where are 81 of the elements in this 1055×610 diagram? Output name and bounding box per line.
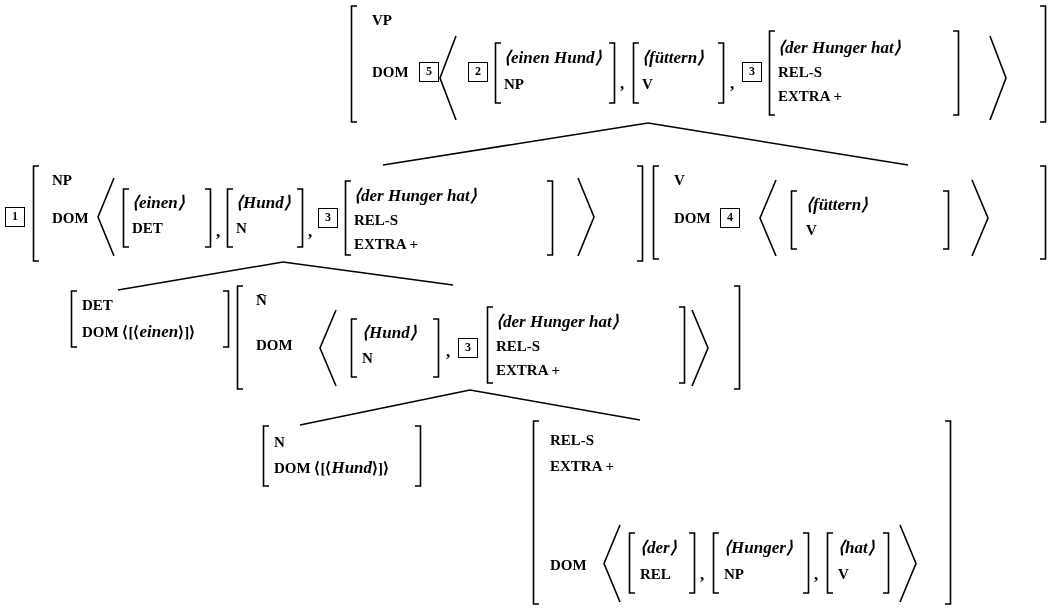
tree-branch xyxy=(282,261,454,286)
feature-label: DOM xyxy=(256,336,293,354)
feature-matrix xyxy=(768,30,960,116)
feature-matrix xyxy=(70,290,230,348)
feature-label: DOM xyxy=(372,63,409,81)
phonology-value: ⟨füttern⟩ xyxy=(642,49,705,67)
phonology-value: ⟨einen⟩ xyxy=(132,194,185,212)
index-tag: 3 xyxy=(458,338,478,358)
feature-matrix xyxy=(790,190,950,250)
feature-matrix xyxy=(712,532,810,594)
feature-matrix xyxy=(122,188,212,248)
feature-label: V xyxy=(674,171,685,189)
feature-label: N̄ xyxy=(256,291,267,309)
feature-label: VP xyxy=(372,11,392,29)
feature-matrix xyxy=(350,318,440,378)
feature-label: DOM xyxy=(674,209,711,227)
feature-label: NP xyxy=(52,171,72,189)
feature-matrix xyxy=(32,165,644,262)
feature-label: EXTRA + xyxy=(354,235,418,253)
feature-label: REL xyxy=(640,565,671,583)
feature-matrix xyxy=(532,420,952,605)
comma: , xyxy=(730,75,735,93)
feature-label: EXTRA + xyxy=(778,87,842,105)
phonology-value: ⟨Hund⟩ xyxy=(236,194,291,212)
feature-label: REL-S xyxy=(354,211,399,229)
tree-branch xyxy=(117,261,284,291)
comma: , xyxy=(216,223,221,241)
comma: , xyxy=(620,75,625,93)
comma: , xyxy=(700,566,705,584)
feature-label: DOM xyxy=(550,556,587,574)
feature-matrix xyxy=(628,532,696,594)
comma: , xyxy=(814,566,819,584)
feature-label: DOM ⟨[⟨Hund⟩]⟩ xyxy=(274,459,390,477)
feature-label: EXTRA + xyxy=(550,457,614,475)
comma: , xyxy=(446,343,451,361)
feature-matrix xyxy=(226,188,304,248)
index-tag: 2 xyxy=(468,62,488,82)
feature-label: V xyxy=(642,75,653,93)
index-tag: 1 xyxy=(5,207,25,227)
feature-label: DET xyxy=(82,296,113,314)
feature-label: REL-S xyxy=(778,63,823,81)
feature-label: EXTRA + xyxy=(496,361,560,379)
feature-label: N xyxy=(236,219,247,237)
phonology-value: ⟨hat⟩ xyxy=(838,539,875,557)
feature-matrix xyxy=(350,5,1047,123)
phonology-value: ⟨Hund⟩ xyxy=(362,324,417,342)
comma: , xyxy=(308,223,313,241)
feature-matrix xyxy=(652,165,1047,260)
tree-branch xyxy=(382,122,649,166)
feature-label: DOM ⟨[⟨einen⟩]⟩ xyxy=(82,323,196,341)
feature-matrix xyxy=(236,285,741,390)
feature-label: V xyxy=(806,221,817,239)
phonology-value: ⟨füttern⟩ xyxy=(806,196,869,214)
feature-matrix xyxy=(494,42,616,104)
feature-label: N xyxy=(362,349,373,367)
feature-matrix xyxy=(262,425,422,487)
phonology-value: ⟨der Hunger hat⟩ xyxy=(778,39,901,57)
feature-matrix xyxy=(632,42,725,104)
feature-label: REL-S xyxy=(550,431,595,449)
tree-branch xyxy=(647,122,909,166)
feature-label: N xyxy=(274,433,285,451)
tree-branch xyxy=(469,389,641,421)
feature-label: NP xyxy=(724,565,744,583)
index-tag: 3 xyxy=(318,208,338,228)
feature-label: NP xyxy=(504,75,524,93)
feature-matrix xyxy=(344,180,554,256)
index-tag: 5 xyxy=(419,62,439,82)
phonology-value: ⟨einen Hund⟩ xyxy=(504,49,602,67)
phonology-value: ⟨der Hunger hat⟩ xyxy=(354,187,477,205)
index-tag: 3 xyxy=(742,62,762,82)
phonology-value: ⟨der⟩ xyxy=(640,539,677,557)
feature-label: V xyxy=(838,565,849,583)
feature-matrix xyxy=(826,532,890,594)
feature-label: DOM xyxy=(52,209,89,227)
index-tag: 4 xyxy=(720,208,740,228)
phonology-value: ⟨der Hunger hat⟩ xyxy=(496,313,619,331)
feature-label: REL-S xyxy=(496,337,541,355)
feature-label: DET xyxy=(132,219,163,237)
feature-matrix xyxy=(486,306,686,384)
phonology-value: ⟨Hunger⟩ xyxy=(724,539,793,557)
tree-branch xyxy=(299,389,471,426)
